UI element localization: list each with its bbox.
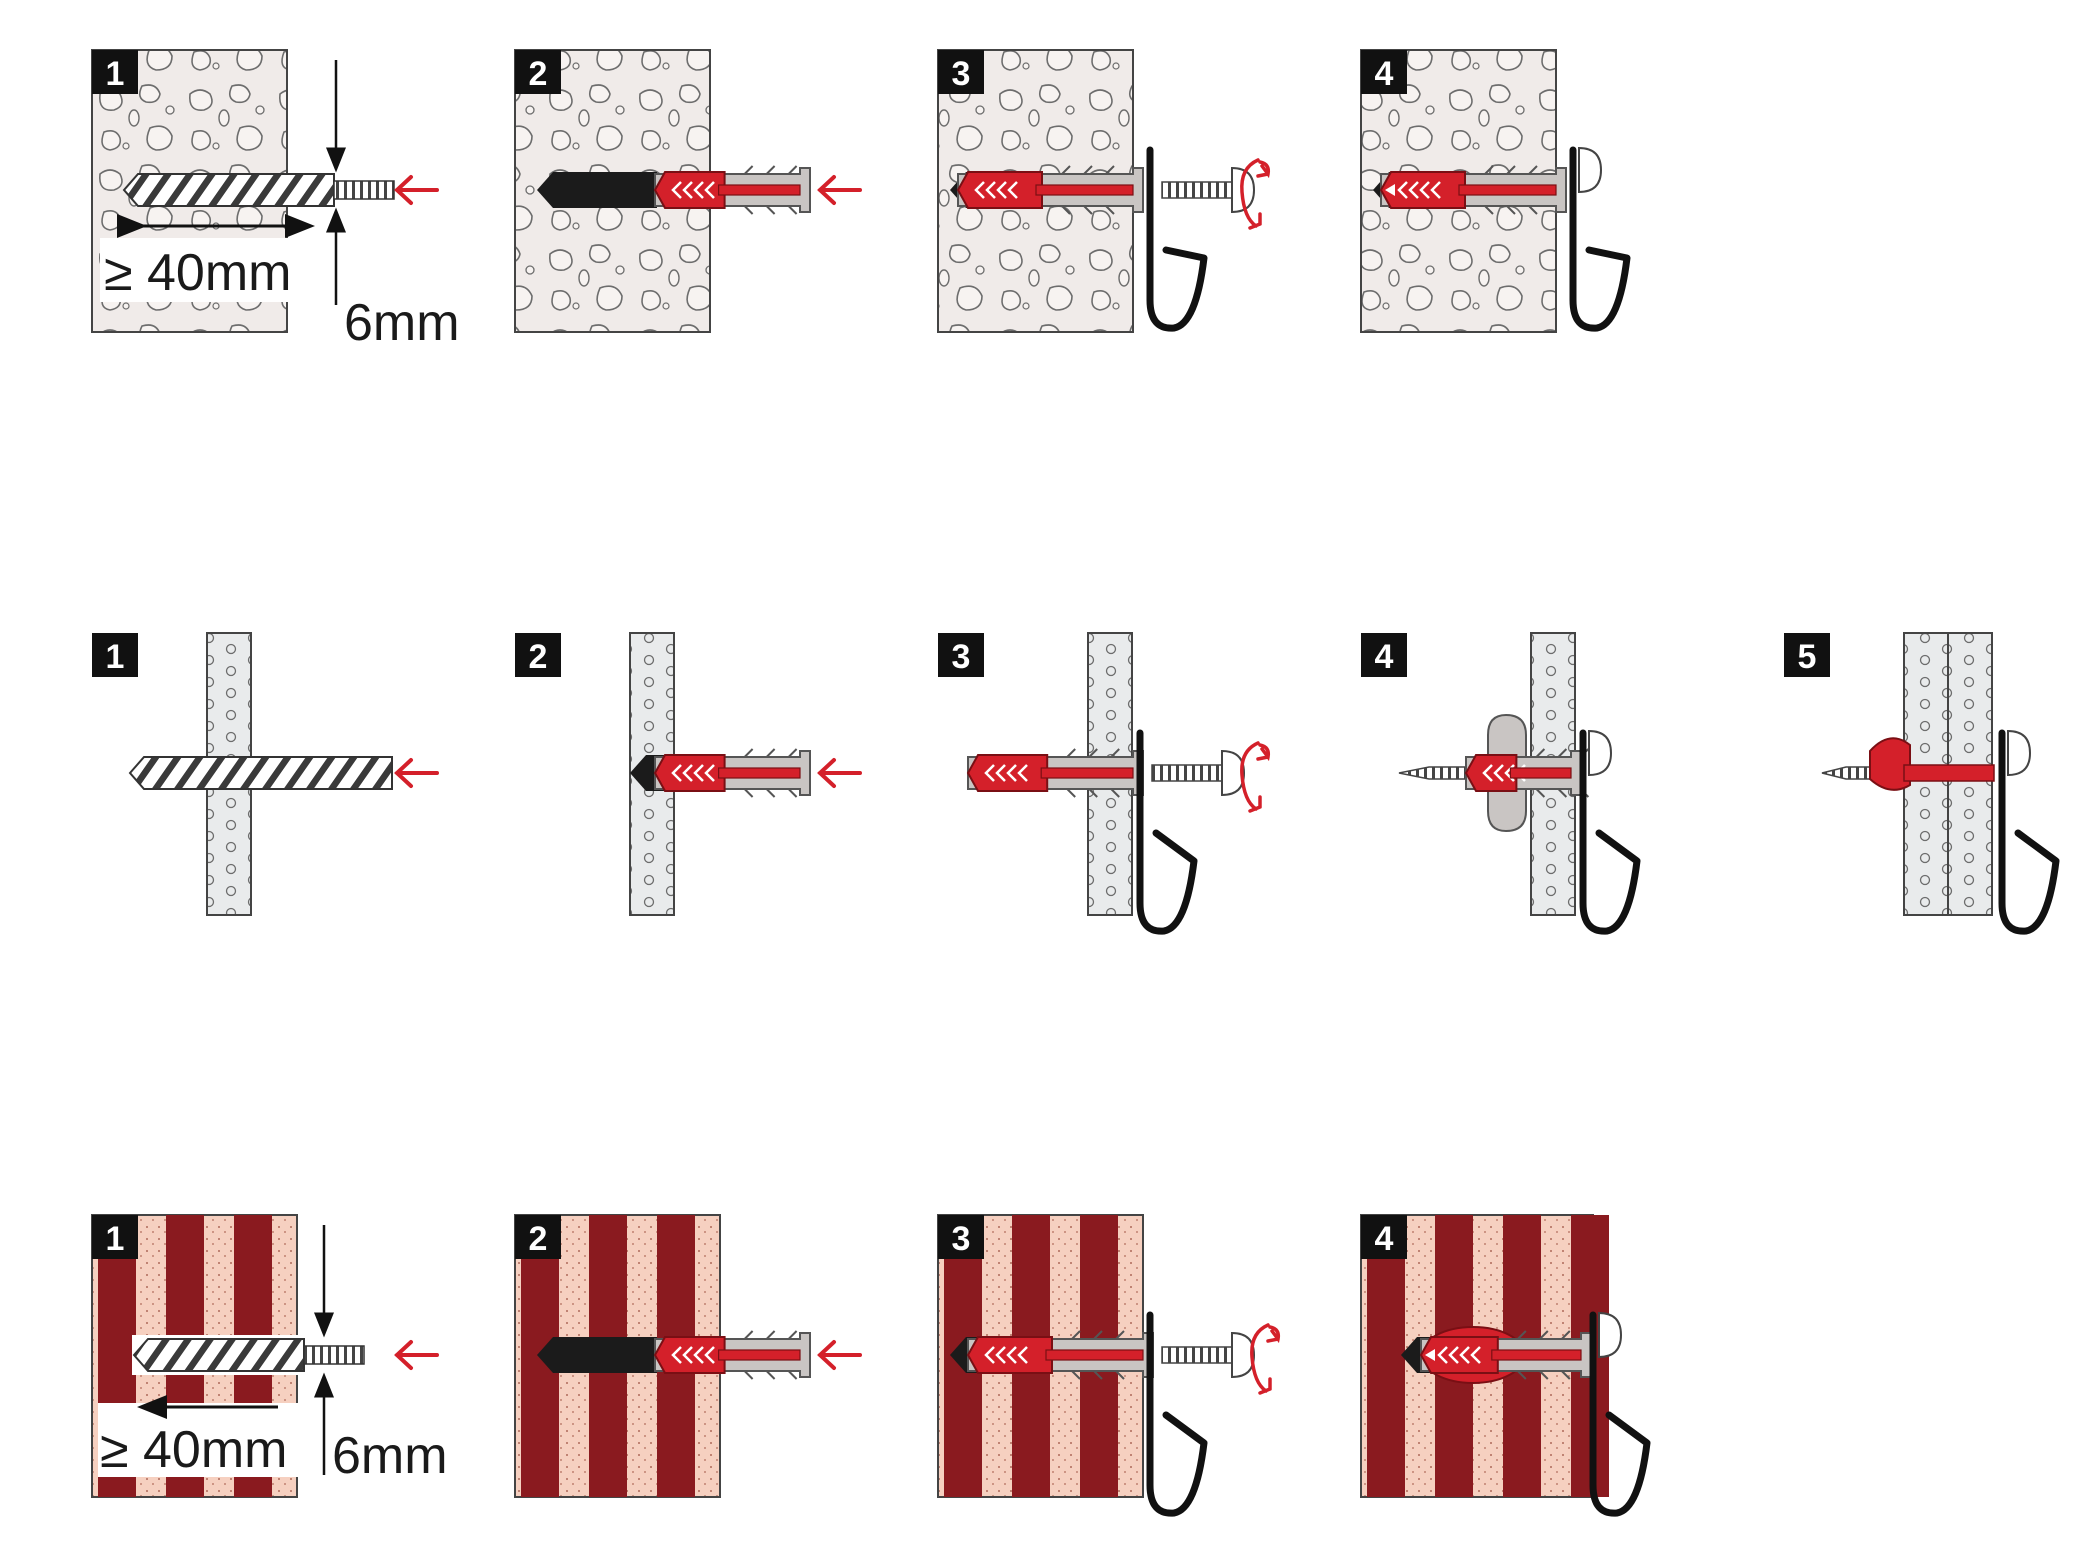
screw-shank (1151, 764, 1223, 782)
screw-head (1231, 1331, 1256, 1379)
row1-step3: 3 (937, 49, 1271, 333)
row1-step2: 2 (514, 49, 862, 333)
screw-head (1588, 729, 1613, 777)
step-number: 3 (952, 638, 971, 676)
depth-label: ≥ 40mm (104, 244, 291, 302)
step-number-badge (1784, 633, 1830, 677)
step-number-badge (1361, 50, 1407, 94)
row3-step1: ≥ 40mm 6mm 1 (91, 1214, 448, 1498)
row2-step1: 1 (92, 632, 439, 916)
step-number-badge (92, 633, 138, 677)
depth-label-box (100, 238, 290, 302)
rotate-arrow-icon (1240, 741, 1262, 813)
wall-hook-icon (1146, 1311, 1208, 1517)
row2-step4: 4 (1361, 632, 1641, 935)
red-push-arrow-icon (817, 1340, 862, 1370)
plug-center-channel (1035, 184, 1134, 196)
drilled-hole (537, 172, 657, 208)
step-number-badge (938, 633, 984, 677)
screw-tip (1821, 766, 1875, 780)
screw-head (1221, 749, 1246, 797)
drilled-hole (537, 1337, 657, 1373)
drill-shank (333, 180, 395, 200)
screw-shank (1161, 1346, 1233, 1364)
step-number: 4 (1375, 55, 1394, 93)
brick-cavity-web (1367, 1215, 1405, 1497)
step-number-badge (1361, 633, 1407, 677)
step-number: 2 (529, 1220, 548, 1258)
drill-bit (128, 756, 393, 790)
plug-red-section (653, 1336, 726, 1374)
depth-label: ≥ 40mm (100, 1421, 287, 1479)
wall-hook-icon (1579, 729, 1641, 935)
wall-hook-icon (1998, 729, 2060, 935)
step-number-badge (1361, 1215, 1407, 1259)
step-number-badge (938, 50, 984, 94)
plug-center-channel (1491, 1349, 1582, 1361)
screw-head (1598, 1311, 1623, 1359)
row2-step3: 3 (938, 632, 1271, 935)
plug-red-section (1464, 754, 1518, 792)
step-number-badge (92, 1215, 138, 1259)
plug-red-section (653, 171, 726, 209)
row3-step3: 3 (937, 1214, 1281, 1517)
step-number: 4 (1375, 638, 1394, 676)
screw-tip (1398, 766, 1472, 780)
row2-step2: 2 (515, 632, 862, 916)
step-number-badge (515, 633, 561, 677)
step-number: 4 (1375, 1220, 1394, 1258)
plug-red-section (966, 1336, 1053, 1374)
plug-center-channel (1040, 767, 1134, 779)
step-number: 3 (952, 55, 971, 93)
red-push-arrow-icon (394, 1340, 439, 1370)
step-number: 1 (106, 1220, 125, 1258)
row2-step5: 5 (1784, 632, 2060, 935)
screw-shank (1161, 181, 1233, 199)
row1-step4: 4 (1360, 49, 1631, 333)
plug-center-channel (717, 184, 801, 196)
red-push-arrow-icon (394, 175, 439, 205)
wall-hook-icon (1146, 146, 1208, 332)
plug-red-section (653, 754, 726, 792)
step-number: 2 (529, 638, 548, 676)
plug-center-channel (1045, 1349, 1144, 1361)
wall-hook-icon (1569, 146, 1631, 332)
step-number-badge (938, 1215, 984, 1259)
plug-red-section (956, 171, 1043, 209)
red-push-arrow-icon (817, 758, 862, 788)
row3-step4: 4 (1360, 1214, 1651, 1517)
wall-hook-icon (1589, 1311, 1651, 1517)
step-number: 3 (952, 1220, 971, 1258)
drill-bit (132, 1338, 305, 1372)
step-number-badge (92, 50, 138, 94)
plug-center-channel (1903, 764, 1995, 782)
drill-bit (122, 173, 335, 207)
screw-head (2007, 729, 2032, 777)
red-push-arrow-icon (394, 758, 439, 788)
step-number: 1 (106, 55, 125, 93)
step-number: 2 (529, 55, 548, 93)
plug-knot (1869, 737, 1911, 791)
row1-step1: ≥ 40mm 6mm 1 (91, 49, 460, 352)
diameter-label: 6mm (344, 294, 460, 352)
drill-shank (303, 1345, 365, 1365)
step-number-badge (515, 1215, 561, 1259)
plug-center-channel (717, 767, 801, 779)
plug-center-channel (717, 1349, 801, 1361)
step-number: 5 (1798, 638, 1817, 676)
plug-center-channel (1458, 184, 1557, 196)
step-number: 1 (106, 638, 125, 676)
wall-hook-icon (1136, 729, 1198, 935)
step-number-badge (515, 50, 561, 94)
depth-label-box (98, 1403, 298, 1477)
red-push-arrow-icon (817, 175, 862, 205)
row3-step2: 2 (514, 1214, 862, 1498)
screw-head (1578, 146, 1603, 194)
plug-center-channel (1509, 767, 1572, 779)
rotate-arrow-icon (1250, 1323, 1272, 1395)
diameter-label: 6mm (332, 1427, 448, 1485)
rotate-arrow-icon (1240, 158, 1262, 230)
